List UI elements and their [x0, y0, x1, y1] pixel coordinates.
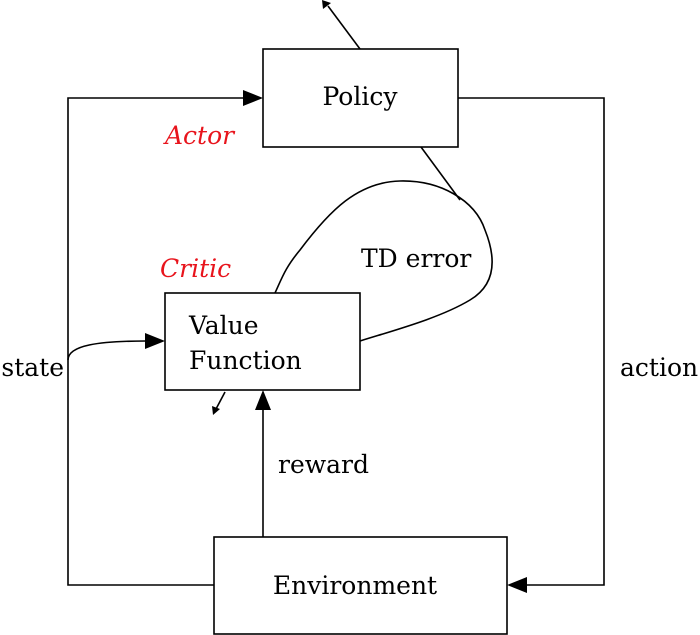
- state-to-policy-arrowhead: [243, 90, 263, 106]
- td-error-label: TD error: [361, 244, 471, 273]
- value-function-label-line2: Function: [189, 346, 302, 375]
- policy-output-wire: [327, 5, 361, 50]
- value-output-arrowhead: [212, 406, 220, 415]
- value-function-label-line1: Value: [188, 311, 259, 340]
- state-label: state: [1, 353, 64, 382]
- reward-label: reward: [278, 450, 369, 479]
- reward-arrowhead: [255, 390, 271, 410]
- action-wire: [458, 97, 605, 586]
- td-error-to-policy-wire: [420, 146, 461, 201]
- action-to-environment-arrowhead: [507, 577, 527, 593]
- critic-label: Critic: [160, 254, 231, 283]
- action-label: action: [620, 353, 698, 382]
- value-output-wire: [215, 391, 226, 410]
- state-wire: [67, 97, 244, 586]
- environment-box: [213, 536, 508, 635]
- policy-label: Policy: [323, 82, 399, 111]
- policy-output-arrowhead: [322, 0, 331, 9]
- environment-label: Environment: [273, 571, 437, 600]
- state-to-value-arrowhead: [145, 333, 165, 349]
- actor-label: Actor: [163, 121, 236, 150]
- value-function-box: [164, 292, 361, 391]
- policy-box: [262, 48, 459, 148]
- state-to-value-wire: [67, 340, 147, 361]
